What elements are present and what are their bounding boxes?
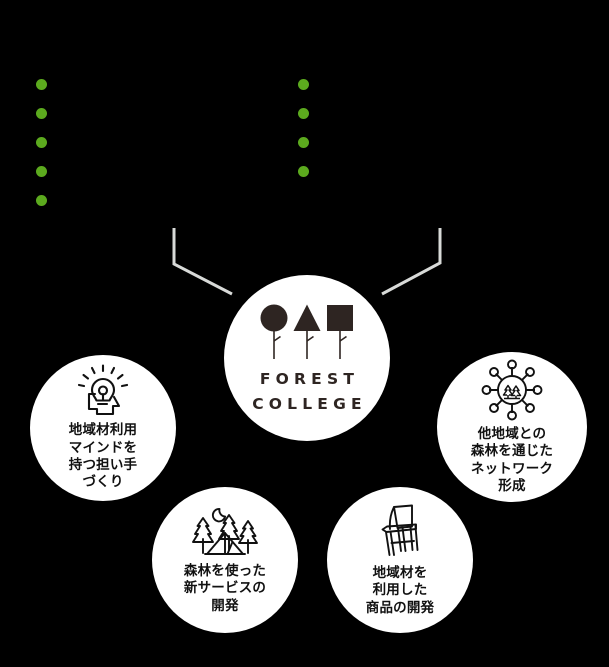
node-product-label-line: 商品の開発 bbox=[365, 599, 435, 616]
node-mindset[interactable]: 地域材利用 マインドを 持つ担い手 づくり bbox=[30, 355, 176, 501]
bullet-dot-icon bbox=[298, 108, 309, 119]
list-item bbox=[298, 76, 318, 105]
right-bullet-list bbox=[298, 76, 318, 192]
node-product-label-line: 地域材を bbox=[372, 565, 428, 582]
bullet-dot-icon bbox=[36, 195, 47, 206]
wooden-chair-icon bbox=[381, 504, 419, 557]
node-network-label: 他地域との 森林を通じた ネットワーク 形成 bbox=[471, 426, 553, 495]
bullet-dot-icon bbox=[36, 108, 47, 119]
node-product-label: 地域材を 利用した 商品の開発 bbox=[366, 565, 435, 617]
center-node-forest-college[interactable]: FOREST COLLEGE bbox=[224, 275, 390, 441]
bullet-dot-icon bbox=[36, 166, 47, 177]
node-network-label-line: 他地域との bbox=[477, 425, 547, 442]
node-network-label-line: 森林を通じた bbox=[470, 443, 554, 460]
node-product-label-line: 利用した bbox=[372, 582, 428, 599]
bullet-dot-icon bbox=[36, 79, 47, 90]
node-service-label-line: 新サービスの bbox=[183, 580, 267, 597]
node-mindset-label-line: マインドを bbox=[68, 439, 138, 456]
node-product[interactable]: 地域材を 利用した 商品の開発 bbox=[327, 487, 473, 633]
list-item bbox=[36, 192, 56, 221]
bullet-dot-icon bbox=[298, 79, 309, 90]
node-network-label-line: ネットワーク bbox=[470, 460, 554, 477]
three-trees-logo-icon bbox=[260, 304, 353, 359]
node-mindset-label: 地域材利用 マインドを 持つ担い手 づくり bbox=[69, 422, 138, 491]
connector-line-right bbox=[381, 228, 442, 296]
node-network[interactable]: 他地域との 森林を通じた ネットワーク 形成 bbox=[437, 352, 587, 502]
node-mindset-label-line: づくり bbox=[82, 474, 124, 491]
node-service[interactable]: 森林を使った 新サービスの 開発 bbox=[152, 487, 298, 633]
list-item bbox=[298, 134, 318, 163]
connector-line-left bbox=[172, 228, 233, 296]
list-item bbox=[36, 163, 56, 192]
bullet-dot-icon bbox=[36, 137, 47, 148]
bullet-dot-icon bbox=[298, 166, 309, 177]
list-item bbox=[36, 134, 56, 163]
node-service-label-line: 開発 bbox=[211, 597, 239, 614]
list-item bbox=[36, 105, 56, 134]
logo-line-college: COLLEGE bbox=[252, 395, 367, 413]
tent-forest-moon-icon bbox=[192, 508, 258, 556]
list-item bbox=[36, 76, 56, 105]
list-item bbox=[298, 105, 318, 134]
logo-wordmark: FOREST COLLEGE bbox=[247, 370, 367, 413]
logo-line-forest: FOREST bbox=[259, 370, 360, 388]
list-item bbox=[298, 163, 318, 192]
node-network-label-line: 形成 bbox=[498, 477, 526, 494]
bullet-dot-icon bbox=[298, 137, 309, 148]
head-lightbulb-icon bbox=[77, 364, 129, 416]
network-hub-trees-icon bbox=[481, 359, 543, 421]
node-mindset-label-line: 持つ担い手 bbox=[68, 457, 138, 473]
node-service-label: 森林を使った 新サービスの 開発 bbox=[184, 563, 266, 615]
left-bullet-list bbox=[36, 76, 56, 221]
node-mindset-label-line: 地域材利用 bbox=[68, 422, 138, 439]
node-service-label-line: 森林を使った bbox=[183, 563, 267, 580]
